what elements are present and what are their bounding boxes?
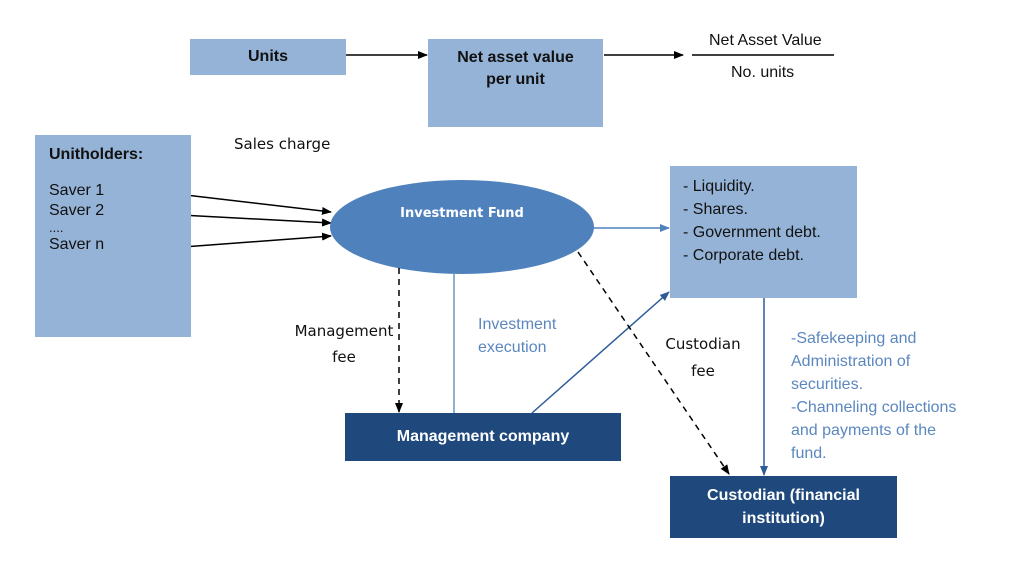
management-fee-line1: Management: [294, 322, 394, 340]
investment-execution-line1: Investment: [478, 316, 557, 333]
asset-item: - Shares.: [683, 201, 748, 218]
asset-item: - Corporate debt.: [683, 247, 804, 264]
unitholders-title: Unitholders:: [49, 146, 144, 163]
saver-item: Saver 1: [49, 182, 105, 199]
sales-charge-label: Sales charge: [234, 135, 331, 153]
custodian-fee-line1: Custodian: [665, 335, 741, 353]
arrow-management-to-assets: [531, 291, 670, 414]
saver-item: Saver n: [49, 236, 105, 253]
management-fee-line2: fee: [332, 348, 356, 366]
custodian-services-text: -Safekeeping and Administration of secur…: [791, 327, 956, 465]
formula-denominator: No. units: [731, 64, 795, 81]
nav-per-unit-box: Net asset value per unit: [428, 39, 603, 127]
management-fee-label: Management fee: [290, 318, 398, 370]
investment-fund-label: Investment Fund: [400, 206, 524, 221]
custodian-label-line1: Custodian (financial: [707, 487, 860, 504]
custodian-service-line: securities.: [791, 376, 864, 393]
custodian-service-line: -Channeling collections: [791, 399, 957, 416]
asset-item: - Government debt.: [683, 224, 821, 241]
custodian-service-line: -Safekeeping and: [791, 330, 917, 347]
custodian-label-line2: institution): [742, 510, 825, 527]
investment-fund-ellipse: [330, 180, 594, 274]
management-company-box: Management company: [345, 413, 621, 461]
unitholders-box: Unitholders: Saver 1 Saver 2 .... Saver …: [35, 135, 191, 337]
nav-label-line1: Net asset value: [457, 49, 574, 66]
saver-ellipsis: ....: [49, 220, 64, 235]
formula-numerator: Net Asset Value: [709, 32, 822, 49]
custodian-box: Custodian (financial institution): [670, 476, 897, 538]
custodian-service-line: fund.: [791, 445, 827, 462]
custodian-service-line: and payments of the: [791, 422, 936, 439]
nav-label-line2: per unit: [486, 71, 545, 88]
investment-execution-line2: execution: [478, 339, 547, 356]
custodian-service-line: Administration of: [791, 353, 911, 370]
custodian-fee-label: Custodian fee: [658, 331, 748, 385]
asset-item: - Liquidity.: [683, 178, 755, 195]
management-company-label: Management company: [396, 428, 570, 445]
saver-item: Saver 2: [49, 202, 105, 219]
units-box: Units: [190, 39, 346, 75]
arrow-custodian-fee: [577, 251, 730, 475]
units-label: Units: [248, 48, 288, 65]
assets-box: - Liquidity. - Shares. - Government debt…: [670, 166, 857, 298]
investment-execution-label: Investment execution: [478, 313, 556, 359]
custodian-fee-line2: fee: [691, 362, 715, 380]
